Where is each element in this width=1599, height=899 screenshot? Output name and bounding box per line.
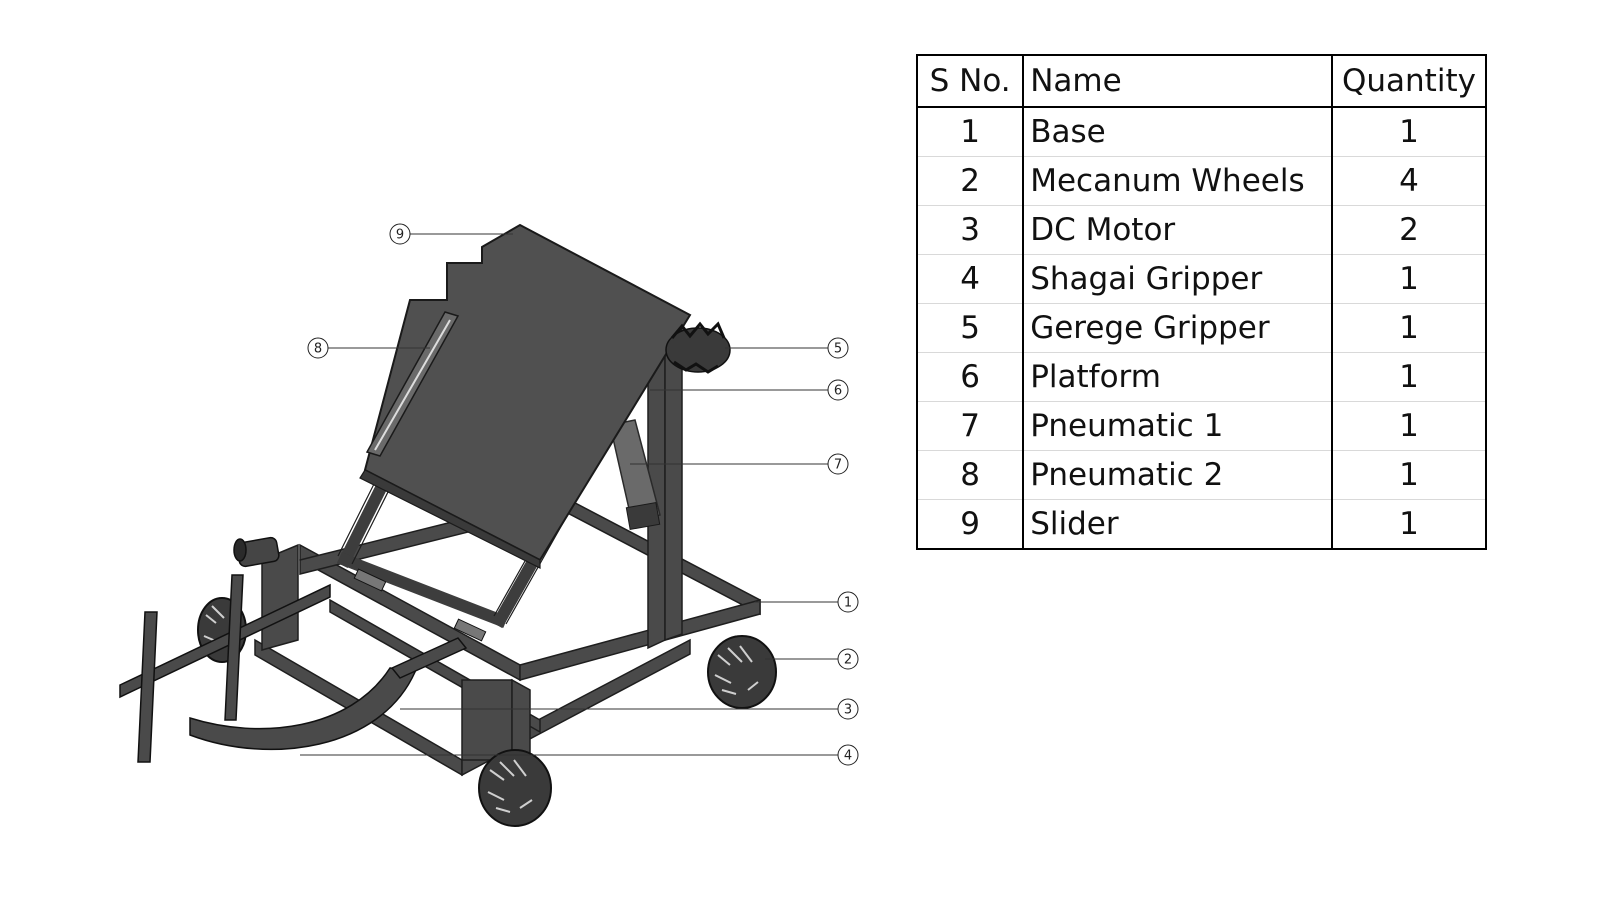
svg-text:4: 4 — [844, 749, 852, 764]
callout-6: 6 — [827, 379, 849, 401]
svg-text:7: 7 — [834, 458, 842, 473]
pneumatic-2-rod — [365, 311, 460, 457]
svg-text:6: 6 — [834, 384, 842, 399]
svg-text:9: 9 — [396, 228, 404, 243]
gerege-gripper — [665, 321, 731, 374]
cell-name: Mecanum Wheels — [1022, 156, 1333, 206]
dc-motor — [233, 536, 280, 568]
cell-quantity: 2 — [1330, 205, 1488, 255]
svg-text:8: 8 — [314, 342, 322, 357]
table-header-row: S No. Name Quantity — [915, 55, 1488, 108]
leader-lines — [300, 233, 838, 756]
vertical-post — [647, 316, 683, 650]
table-row: 7 Pneumatic 1 1 — [915, 401, 1488, 451]
header-quantity: Quantity — [1330, 55, 1488, 108]
callout-8: 8 — [307, 337, 329, 359]
callout-4: 4 — [837, 744, 859, 766]
svg-text:3: 3 — [844, 703, 852, 718]
table-row: 5 Gerege Gripper 1 — [915, 303, 1488, 353]
cell-sno: 4 — [915, 254, 1025, 304]
table-row: 4 Shagai Gripper 1 — [915, 254, 1488, 304]
cell-quantity: 1 — [1330, 352, 1488, 402]
table-row: 9 Slider 1 — [915, 499, 1488, 550]
cell-quantity: 1 — [1330, 450, 1488, 500]
header-sno: S No. — [915, 55, 1025, 108]
shagai-gripper — [119, 574, 468, 763]
cell-quantity: 1 — [1330, 107, 1488, 157]
table-row: 6 Platform 1 — [915, 352, 1488, 402]
cell-name: Base — [1022, 107, 1333, 157]
cell-name: Gerege Gripper — [1022, 303, 1333, 353]
callout-2: 2 — [837, 648, 859, 670]
mecanum-wheel-right — [707, 635, 777, 709]
callout-7: 7 — [827, 453, 849, 475]
cell-sno: 1 — [915, 107, 1025, 157]
pneumatic-1-cylinder — [609, 419, 661, 531]
header-name: Name — [1022, 55, 1333, 108]
cell-name: Platform — [1022, 352, 1333, 402]
cell-sno: 3 — [915, 205, 1025, 255]
cell-quantity: 1 — [1330, 303, 1488, 353]
cell-sno: 7 — [915, 401, 1025, 451]
svg-text:5: 5 — [834, 342, 842, 357]
callout-5: 5 — [827, 337, 849, 359]
slider-bolts — [353, 568, 487, 642]
mecanum-wheel-front — [478, 749, 552, 827]
cell-sno: 9 — [915, 499, 1025, 550]
bill-of-materials-table: S No. Name Quantity 1 Base 1 2 Mecanum W… — [915, 54, 1488, 550]
cell-name: Slider — [1022, 499, 1333, 550]
cell-quantity: 4 — [1330, 156, 1488, 206]
table-row: 3 DC Motor 2 — [915, 205, 1488, 255]
cell-sno: 6 — [915, 352, 1025, 402]
cell-sno: 5 — [915, 303, 1025, 353]
cell-name: Pneumatic 1 — [1022, 401, 1333, 451]
cell-quantity: 1 — [1330, 254, 1488, 304]
cell-quantity: 1 — [1330, 401, 1488, 451]
svg-text:1: 1 — [844, 596, 852, 611]
robot-assembly-diagram: 9 8 5 6 7 1 2 3 4 — [119, 223, 859, 827]
table-row: 1 Base 1 — [915, 107, 1488, 157]
table-row: 8 Pneumatic 2 1 — [915, 450, 1488, 500]
callout-9: 9 — [389, 223, 411, 245]
cell-name: DC Motor — [1022, 205, 1333, 255]
cell-name: Shagai Gripper — [1022, 254, 1333, 304]
cell-quantity: 1 — [1330, 499, 1488, 550]
table-row: 2 Mecanum Wheels 4 — [915, 156, 1488, 206]
platform-panel — [359, 223, 692, 569]
callout-3: 3 — [837, 698, 859, 720]
cell-sno: 8 — [915, 450, 1025, 500]
cell-sno: 2 — [915, 156, 1025, 206]
svg-text:2: 2 — [844, 653, 852, 668]
callout-1: 1 — [837, 591, 859, 613]
cell-name: Pneumatic 2 — [1022, 450, 1333, 500]
